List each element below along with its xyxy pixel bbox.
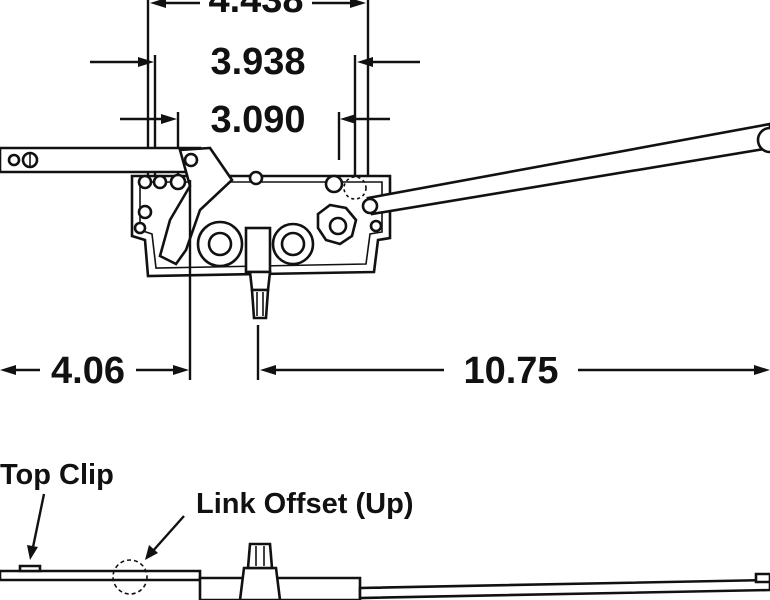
dimension-middle-text: 3.938 — [210, 41, 305, 83]
worm-housing — [244, 226, 272, 274]
gear-train — [196, 174, 367, 274]
link-arm-body — [158, 146, 234, 266]
long-arm-body — [366, 122, 770, 216]
arrowhead-right-a — [260, 365, 276, 375]
rivet-left-1 — [152, 174, 168, 190]
side-view-callouts: Top Clip Link Offset (Up) — [0, 459, 414, 560]
link-offset-circle — [112, 559, 148, 595]
side-view-top-clip — [18, 564, 42, 573]
top-clip-leader — [30, 493, 46, 553]
idler-gear-hub — [280, 231, 306, 257]
long-arm — [361, 122, 770, 216]
dimension-right: 10.75 — [256, 325, 770, 392]
dimension-lower-text: 3.090 — [210, 99, 305, 141]
rivet-left-2 — [169, 173, 187, 191]
short-arm — [0, 146, 202, 174]
spline-collar — [248, 270, 272, 292]
arrowhead-left-b — [173, 365, 189, 375]
dimension-middle: 3.938 — [90, 41, 420, 180]
hidden-rivet — [343, 176, 367, 200]
side-view-assembly — [0, 542, 770, 600]
mount-hole-bottom-left — [133, 221, 147, 235]
dimension-top-partial-text: 4.438 — [208, 0, 303, 21]
top-clip-arrowhead — [27, 545, 38, 560]
side-view-gear-body — [238, 566, 282, 600]
crank-spline — [248, 270, 272, 320]
arrowhead-lower-left — [161, 114, 177, 124]
side-view-long-arm — [358, 578, 770, 600]
side-view-arm-end — [754, 572, 770, 584]
link-offset-arrowhead — [145, 545, 158, 560]
arrowhead-middle-left — [138, 57, 154, 67]
link-offset-leader — [151, 515, 185, 553]
rivet-top-center — [248, 170, 264, 186]
long-arm-end — [756, 126, 770, 154]
arm-rivet-top — [324, 174, 344, 194]
arrowhead-right-b — [754, 365, 770, 375]
dimension-lower: 3.090 — [120, 99, 390, 180]
side-view-spline — [246, 542, 274, 570]
link-arm-pivot — [183, 152, 199, 168]
mount-hole-right — [369, 219, 383, 233]
long-arm-pivot — [361, 197, 379, 215]
arrowhead-top-right — [350, 0, 366, 8]
mount-hole-top-left — [137, 174, 153, 190]
arm-end-hole — [7, 153, 21, 167]
spline-shaft — [250, 288, 270, 320]
drive-gear-hub — [207, 231, 233, 257]
link-offset-label: Link Offset (Up) — [196, 488, 414, 520]
side-view-short-arm — [0, 569, 202, 582]
dimension-right-text: 10.75 — [463, 350, 558, 392]
arrowhead-lower-right — [340, 114, 356, 124]
arrowhead-middle-right — [357, 57, 373, 67]
top-clip-label: Top Clip — [0, 459, 114, 491]
arrowhead-left-a — [0, 365, 16, 375]
link-arm — [158, 146, 234, 266]
mount-hole-left — [137, 204, 153, 220]
dimension-left: 4.06 — [0, 180, 192, 392]
dimension-left-text: 4.06 — [51, 350, 125, 392]
arrowhead-top-left — [150, 0, 166, 8]
sector-gear-hub — [328, 216, 348, 236]
